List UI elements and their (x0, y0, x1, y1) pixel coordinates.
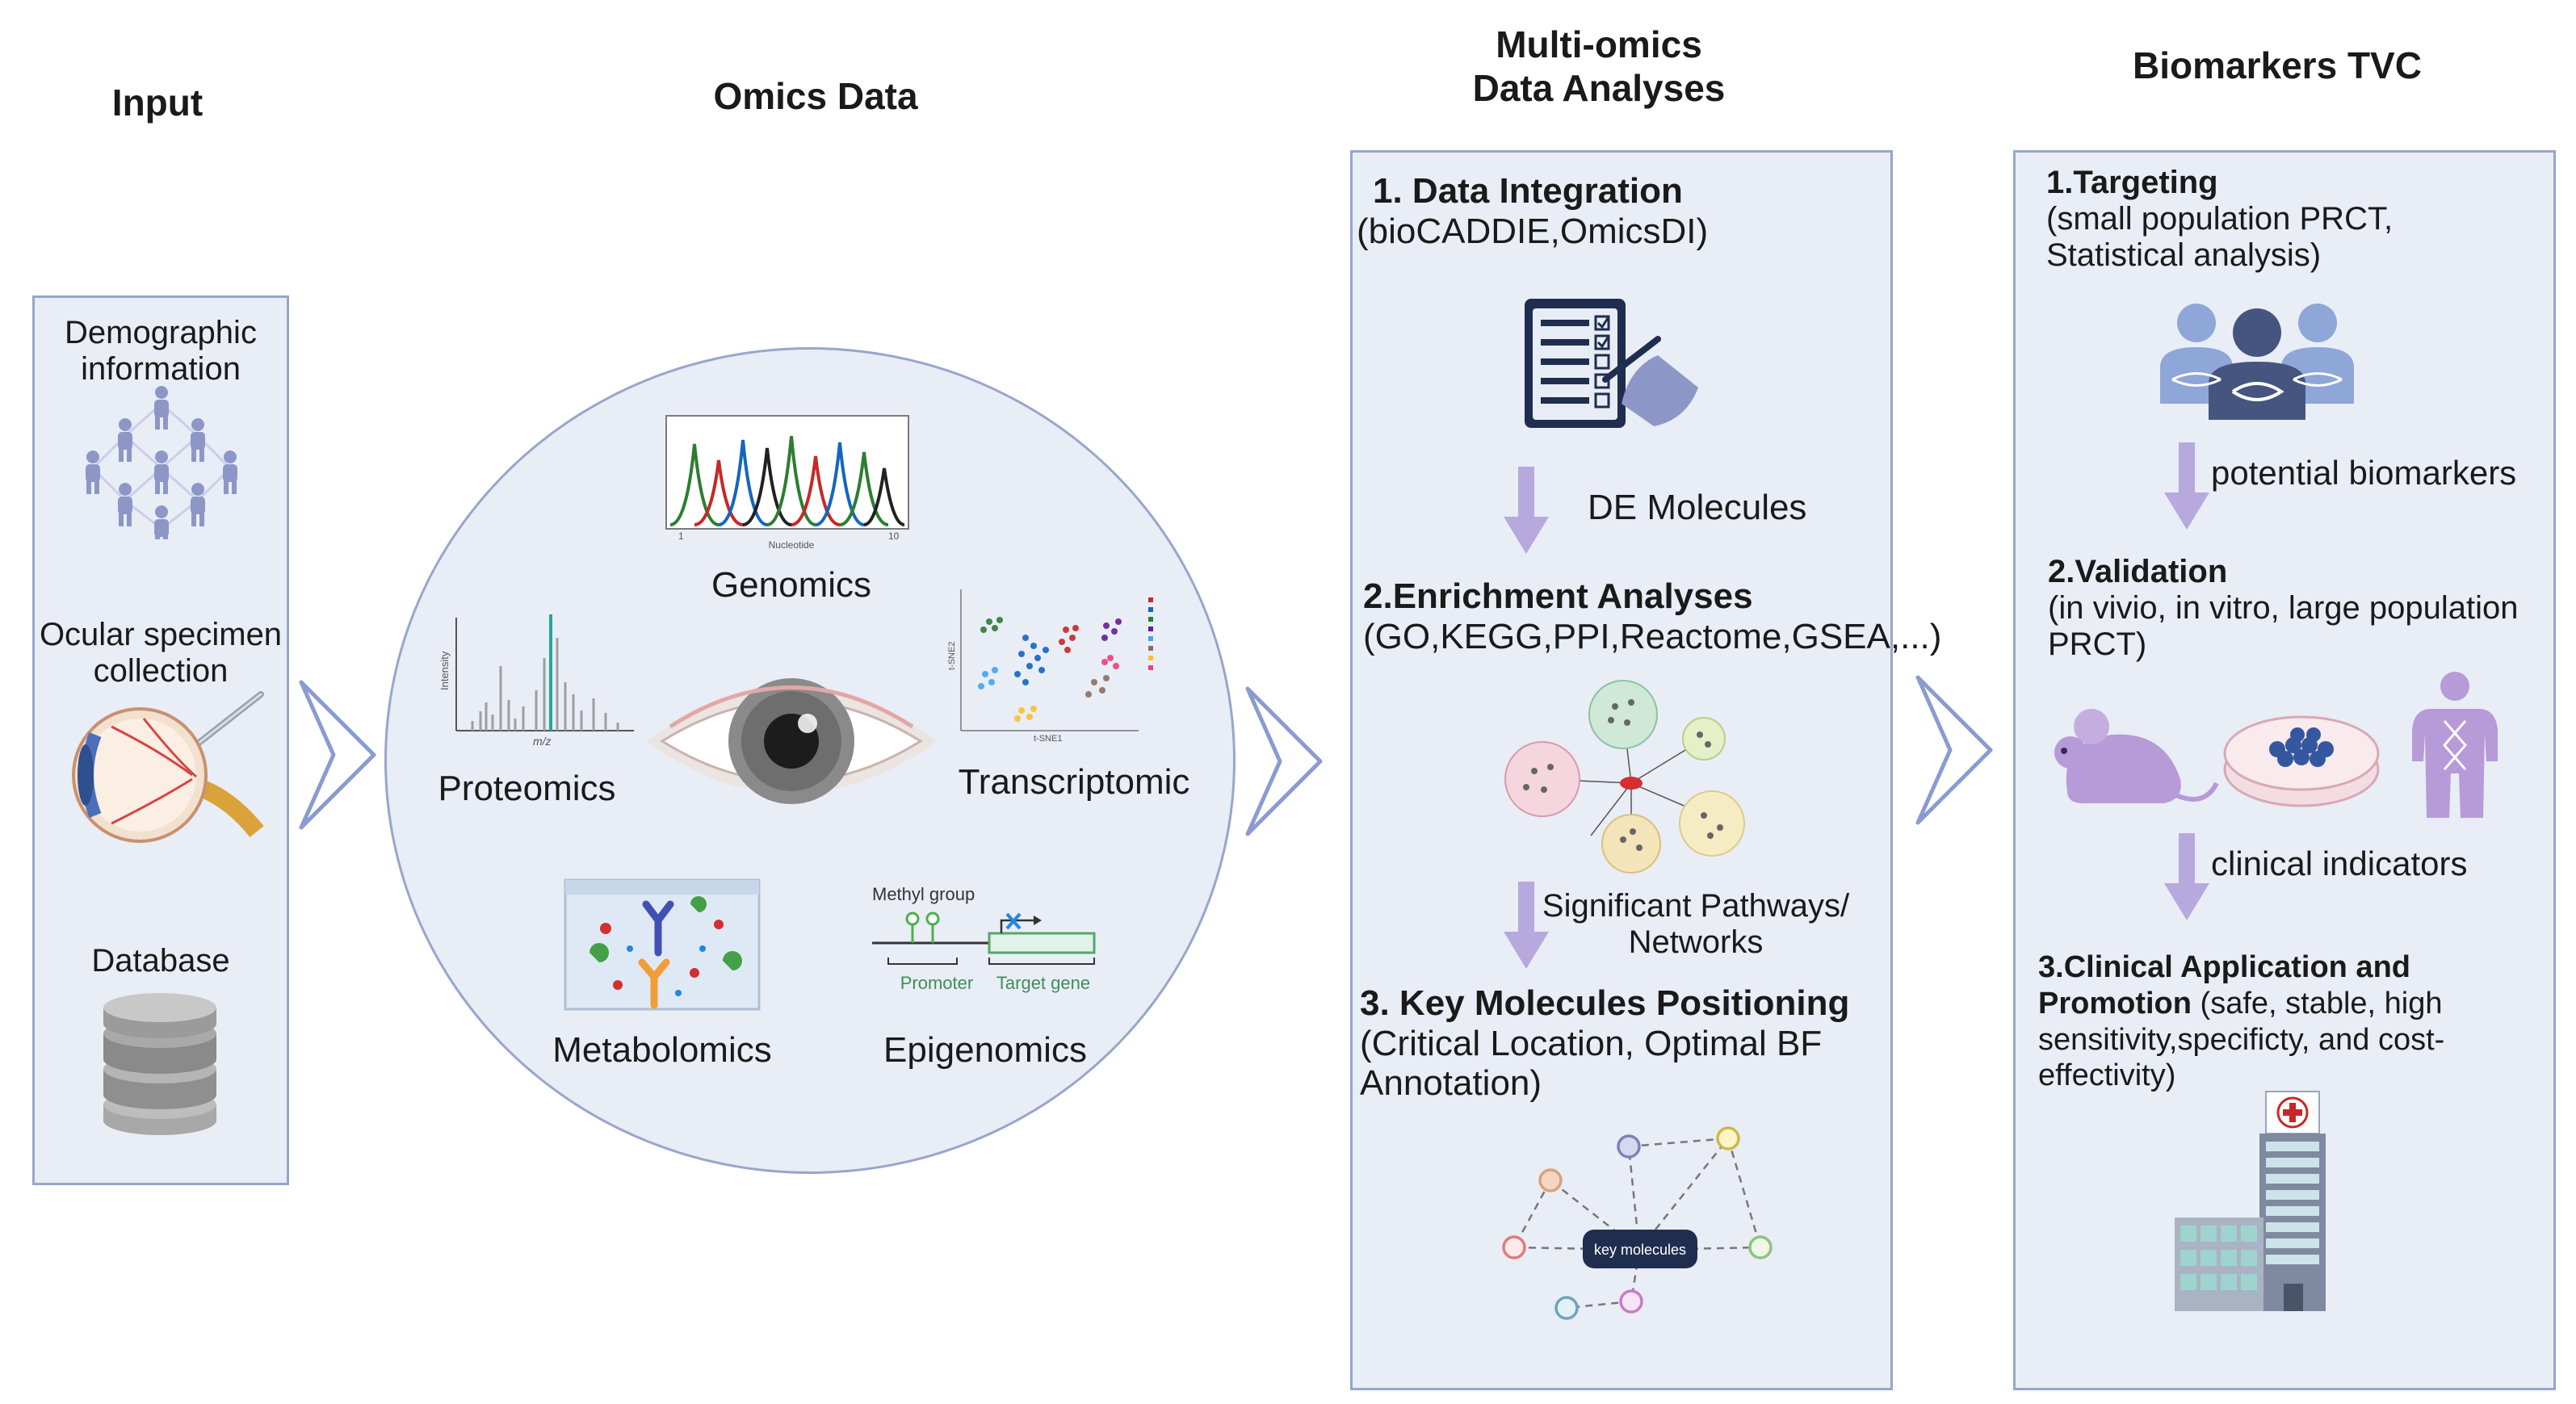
pathways-label-line1: Significant Pathways/ (1542, 888, 1850, 924)
demographic-label-line1: Demographic (65, 315, 257, 350)
biomarkers-step1-line2: Statistical analysis) (2046, 237, 2322, 273)
biomarkers-step2-line2: PRCT) (2048, 626, 2147, 662)
network-icon (1504, 680, 1745, 874)
promoter-label: Promoter (900, 973, 974, 993)
checklist-icon (1525, 299, 1698, 428)
analyses-step3-title-text: 3. Key Molecules Positioning (1360, 983, 1850, 1023)
heading-multi-omics: Multi-omics Data Analyses (1389, 23, 1809, 111)
heading-omics-data: Omics Data (713, 75, 918, 117)
database-icon (103, 993, 216, 1135)
genomics-axis-label: Nucleotide (768, 539, 815, 551)
biomarkers-step3-detail-line1: (safe, stable, high (2191, 986, 2443, 1021)
clinical-indicators-label: clinical indicators (2211, 844, 2468, 882)
proteomics-xlabel: m/z (533, 735, 552, 748)
metabolomics-assay-icon (564, 878, 761, 1011)
biomarkers-step2-title: 2.Validation (2048, 554, 2228, 589)
metabolomics-label: Metabolomics (552, 1030, 772, 1070)
heading-multi-omics-line2: Data Analyses (1472, 67, 1726, 110)
biomarkers-step3: 3.Clinical Application and Promotion (sa… (2038, 949, 2444, 1094)
eye-anatomy-icon (72, 691, 264, 843)
biomarkers-step3-line2: Promotion (safe, stable, high (2038, 986, 2444, 1022)
key-molecules-network-icon (1502, 1126, 1773, 1320)
down-arrow-icon-4 (2164, 833, 2209, 920)
heading-biomarkers: Biomarkers TVC (2133, 44, 2422, 86)
analyses-step1-title: 1. Data Integration (1373, 171, 1683, 211)
tsne-ylabel: t-SNE2 (947, 642, 957, 670)
ocular-label-line2: collection (93, 652, 229, 689)
potential-biomarkers-label: potential biomarkers (2211, 454, 2517, 492)
genomics-chromatogram-icon: 1 10 (665, 415, 909, 541)
analyses-step2-title: 2.Enrichment Analyses (1363, 576, 1753, 616)
pathways-label-line2: Networks (1628, 924, 1764, 960)
down-arrow-icon-1 (1504, 467, 1549, 554)
analyses-step1-title-text: 1. Data Integration (1373, 171, 1683, 211)
eye-icon (646, 678, 937, 804)
chevron-right-icon-1 (299, 680, 376, 830)
genomics-tick-start: 1 (678, 530, 684, 541)
patients-dna-icon (2160, 304, 2354, 420)
down-arrow-icon-2 (1504, 882, 1549, 969)
analyses-step3-detail: (Critical Location, Optimal BF Annotatio… (1360, 1024, 1822, 1104)
database-label: Database (91, 943, 230, 979)
biomarkers-step3-detail-line2: sensitivity,specificty, and cost- (2038, 1022, 2445, 1057)
biomarkers-step1-line1: (small population PRCT, (2046, 200, 2393, 237)
human-dna-icon (2412, 672, 2498, 818)
hospital-icon (2175, 1091, 2326, 1311)
down-arrow-icon-3 (2164, 442, 2209, 530)
epigenomics-label: Epigenomics (883, 1030, 1087, 1070)
petri-dish-icon (2223, 715, 2380, 807)
biomarkers-step1-title: 1.Targeting (2046, 165, 2218, 200)
target-gene-label: Target gene (996, 973, 1091, 993)
genomics-label: Genomics (711, 565, 872, 605)
heading-multi-omics-line1: Multi-omics (1496, 23, 1702, 65)
chevron-right-icon-2 (1245, 686, 1323, 836)
biomarkers-step3-title-line1: 3.Clinical Application and (2038, 950, 2410, 984)
analyses-step3-detail-line2: Annotation) (1360, 1063, 1542, 1104)
analyses-step3-title: 3. Key Molecules Positioning (1360, 983, 1849, 1023)
analyses-step1-detail: (bioCADDIE,OmicsDI) (1357, 212, 1709, 251)
tsne-scatter-icon: t-SNE1 t-SNE2 (947, 589, 1153, 743)
proteomics-ylabel: Intensity (438, 651, 451, 690)
proteomics-spectrum-icon: Intensity m/z (438, 614, 634, 748)
transcriptomic-label: Transcriptomic (958, 762, 1190, 802)
analyses-step2-detail: (GO,KEGG,PPI,Reactome,GSEA,...) (1363, 617, 1942, 656)
demographic-label-line2: information (81, 350, 241, 387)
epigenomics-gene-icon (872, 912, 1096, 965)
ocular-label: Ocular specimen collection (32, 617, 289, 689)
demographic-label: Demographic information (32, 315, 289, 388)
biomarkers-step2: 2.Validation (in vivio, in vitro, large … (2048, 554, 2519, 662)
analyses-step2-title-text: 2.Enrichment Analyses (1363, 576, 1753, 616)
key-molecules-label: key molecules (1593, 1242, 1687, 1258)
biomarkers-step2-line1: (in vivio, in vitro, large population (2048, 589, 2519, 626)
analyses-step3-detail-line1: (Critical Location, Optimal BF (1360, 1024, 1823, 1063)
pathways-label: Significant Pathways/ Networks (1534, 888, 1857, 961)
biomarkers-step3-title-line2: Promotion (2038, 986, 2192, 1021)
biomarkers-step1: 1.Targeting (small population PRCT, Stat… (2046, 165, 2393, 273)
heading-input: Input (111, 82, 203, 124)
mouse-icon (2054, 709, 2219, 803)
people-network-icon (86, 386, 237, 539)
proteomics-label: Proteomics (438, 769, 616, 808)
genomics-tick-end: 10 (888, 530, 900, 541)
ocular-label-line1: Ocular specimen (39, 617, 283, 652)
tsne-xlabel: t-SNE1 (1034, 734, 1062, 743)
methyl-group-label: Methyl group (872, 884, 975, 904)
chevron-right-icon-3 (1915, 675, 1993, 825)
de-molecules-label: DE Molecules (1588, 488, 1807, 527)
biomarkers-step3-detail-line3: effectivity) (2038, 1058, 2176, 1093)
